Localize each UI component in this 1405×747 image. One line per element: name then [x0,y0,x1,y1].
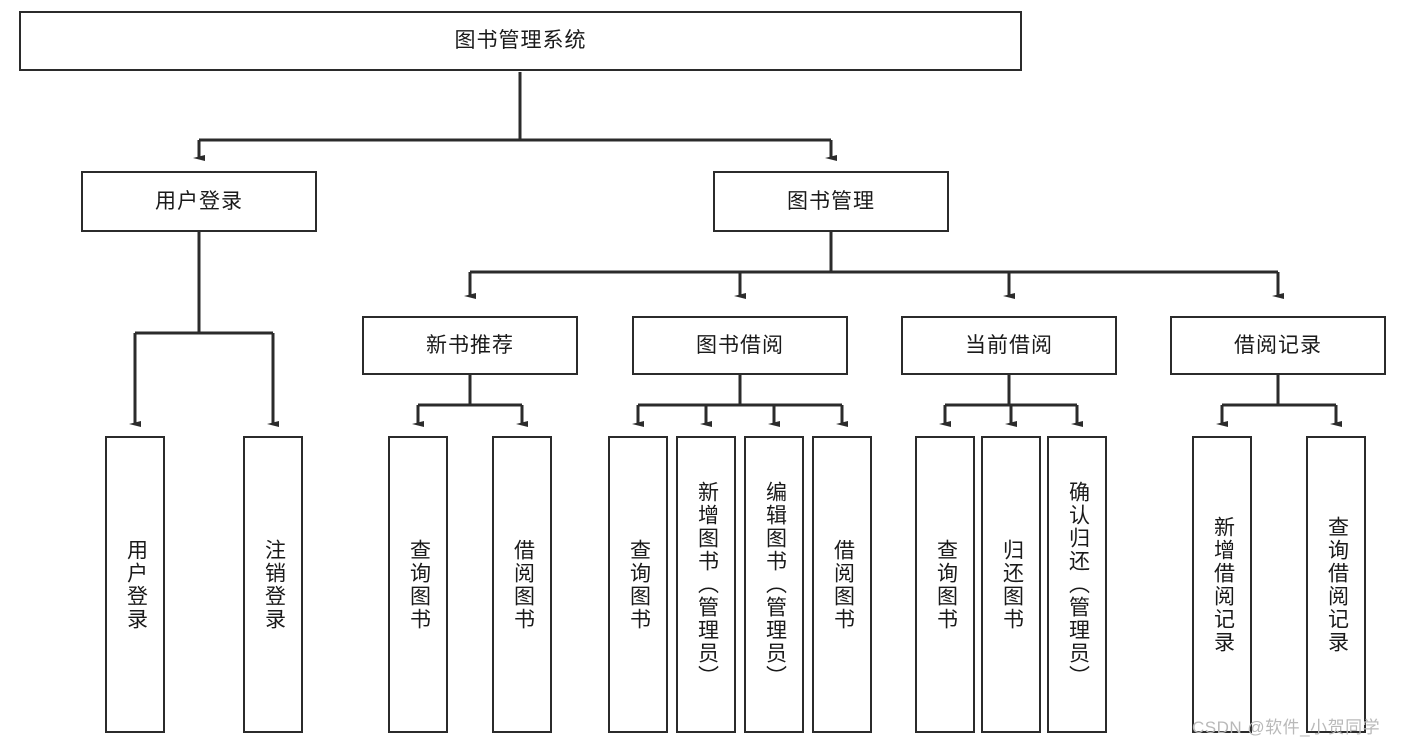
node-book-manage[interactable]: 图书管理 [713,171,949,232]
node-borrow-record[interactable]: 借阅记录 [1170,316,1386,375]
node-user-login[interactable]: 用户登录 [81,171,317,232]
node-leaf-user-login-label: 用户登录 [124,538,148,631]
node-book-borrow-label: 图书借阅 [696,333,784,357]
node-leaf-logout-login-label: 注销登录 [262,538,286,631]
node-borrow-record-label: 借阅记录 [1234,333,1322,357]
node-leaf-confirm-return[interactable]: 确认归还（管理员） [1047,436,1107,733]
node-user-login-label: 用户登录 [155,189,243,213]
node-current-borrow[interactable]: 当前借阅 [901,316,1117,375]
node-leaf-query-book-2[interactable]: 查询图书 [608,436,668,733]
node-leaf-query-book-1[interactable]: 查询图书 [388,436,448,733]
node-new-book-recommend-label: 新书推荐 [426,333,514,357]
node-leaf-edit-book-label: 编辑图书（管理员） [763,481,787,688]
node-leaf-return-book[interactable]: 归还图书 [981,436,1041,733]
node-leaf-query-record-label: 查询借阅记录 [1325,515,1349,654]
node-leaf-confirm-return-label: 确认归还（管理员） [1066,481,1090,688]
node-leaf-borrow-book-2[interactable]: 借阅图书 [812,436,872,733]
node-leaf-query-record[interactable]: 查询借阅记录 [1306,436,1366,733]
node-current-borrow-label: 当前借阅 [965,333,1053,357]
node-leaf-borrow-book-1[interactable]: 借阅图书 [492,436,552,733]
node-book-borrow[interactable]: 图书借阅 [632,316,848,375]
node-leaf-edit-book[interactable]: 编辑图书（管理员） [744,436,804,733]
node-book-manage-label: 图书管理 [787,189,875,213]
node-leaf-add-record[interactable]: 新增借阅记录 [1192,436,1252,733]
node-leaf-borrow-book-2-label: 借阅图书 [831,538,855,631]
node-leaf-borrow-book-1-label: 借阅图书 [511,538,535,631]
node-new-book-recommend[interactable]: 新书推荐 [362,316,578,375]
node-leaf-query-book-3-label: 查询图书 [934,538,958,631]
node-leaf-return-book-label: 归还图书 [1000,538,1024,631]
node-leaf-logout-login[interactable]: 注销登录 [243,436,303,733]
node-root[interactable]: 图书管理系统 [19,11,1022,71]
node-leaf-add-record-label: 新增借阅记录 [1211,515,1235,654]
node-leaf-query-book-1-label: 查询图书 [407,538,431,631]
node-leaf-add-book-label: 新增图书（管理员） [695,481,719,688]
node-leaf-add-book[interactable]: 新增图书（管理员） [676,436,736,733]
node-leaf-query-book-2-label: 查询图书 [627,538,651,631]
node-root-label: 图书管理系统 [454,29,587,53]
node-leaf-user-login[interactable]: 用户登录 [105,436,165,733]
node-leaf-query-book-3[interactable]: 查询图书 [915,436,975,733]
